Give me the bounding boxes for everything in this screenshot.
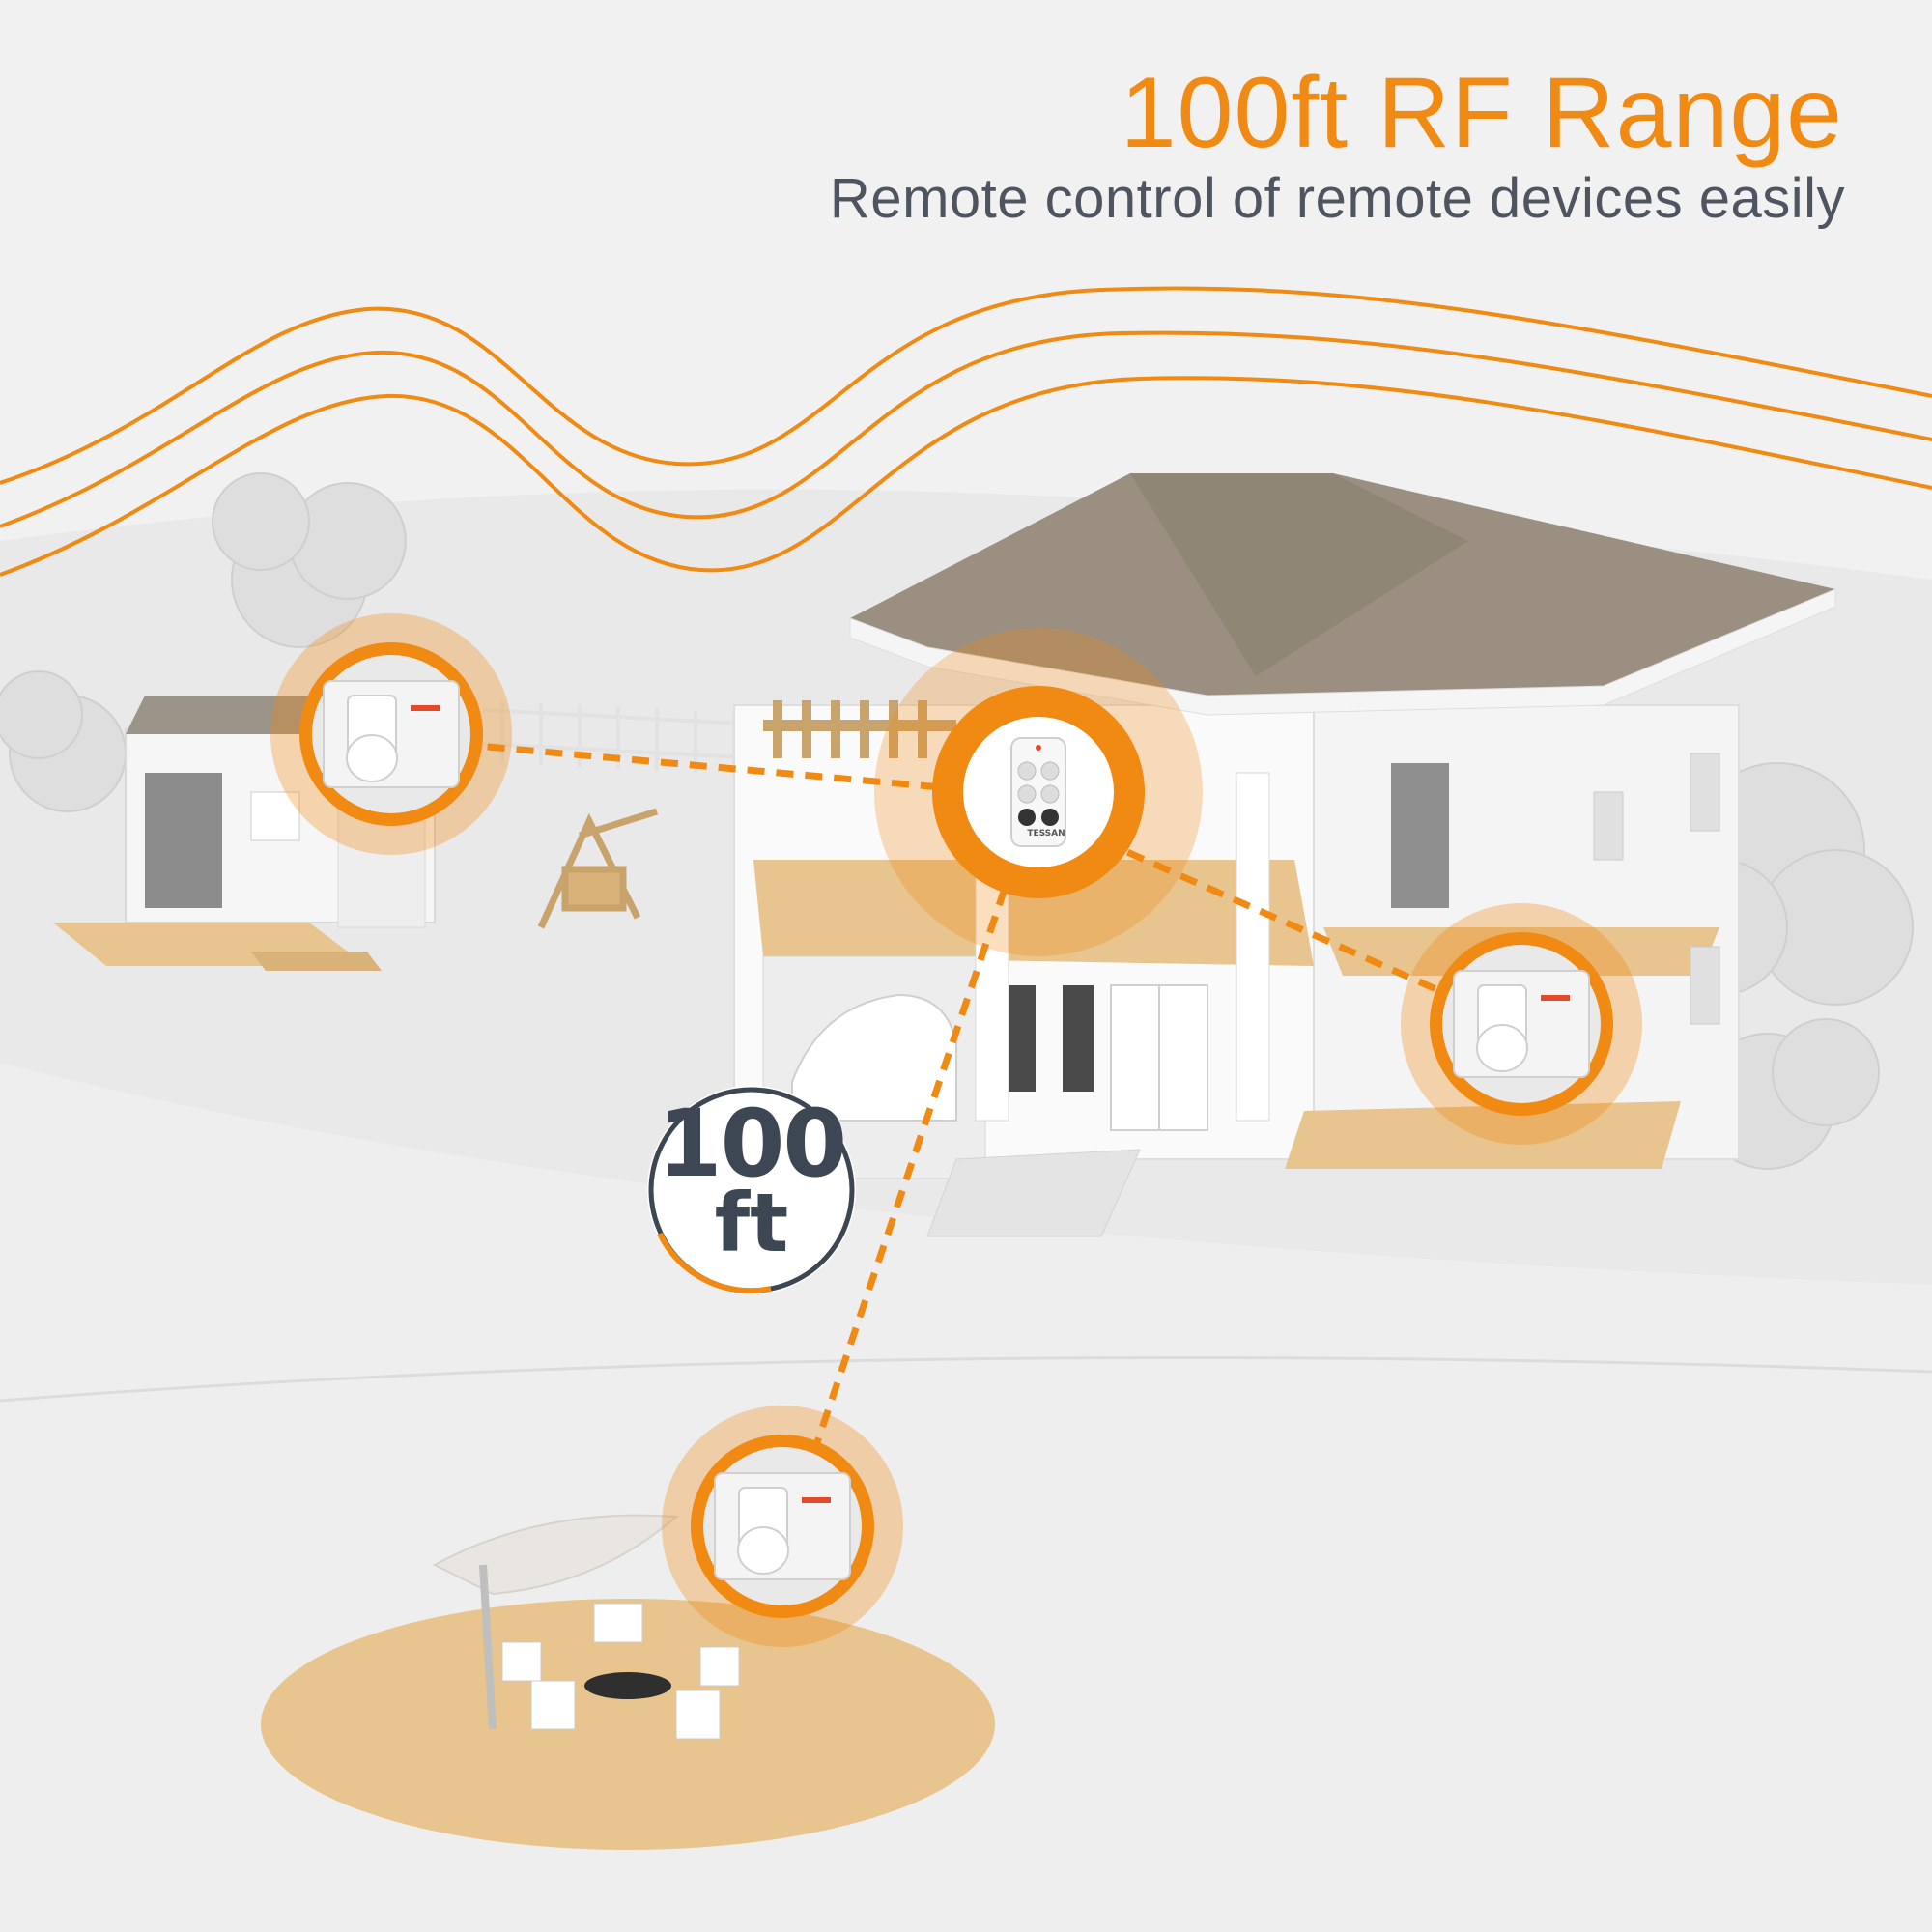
line-patio <box>788 887 1009 1519</box>
pergola <box>763 700 956 758</box>
ground-edge <box>0 1355 1932 1403</box>
page-title: 100ft RF Range <box>1120 57 1843 169</box>
remote-brand-label: TESSAN <box>1027 829 1065 838</box>
range-badge-unit: ft <box>714 1176 789 1271</box>
rf-connection-lines <box>400 735 1451 1519</box>
fence <box>482 700 764 775</box>
page-subtitle: Remote control of remote devices easily <box>829 167 1845 230</box>
rf-waves <box>0 286 1932 577</box>
smart-plug-icon <box>691 1435 874 1618</box>
smart-plug-icon <box>1430 932 1613 1116</box>
patio <box>261 1514 995 1850</box>
smart-plug-icon <box>299 642 483 826</box>
swing <box>537 808 659 929</box>
line-living <box>1099 837 1451 999</box>
remote-control-icon <box>932 686 1145 898</box>
range-badge-value: 100 <box>657 1090 847 1198</box>
range-badge <box>647 1086 856 1294</box>
range-badge-label: 100 ft <box>645 1090 858 1271</box>
line-cabin <box>400 735 996 796</box>
